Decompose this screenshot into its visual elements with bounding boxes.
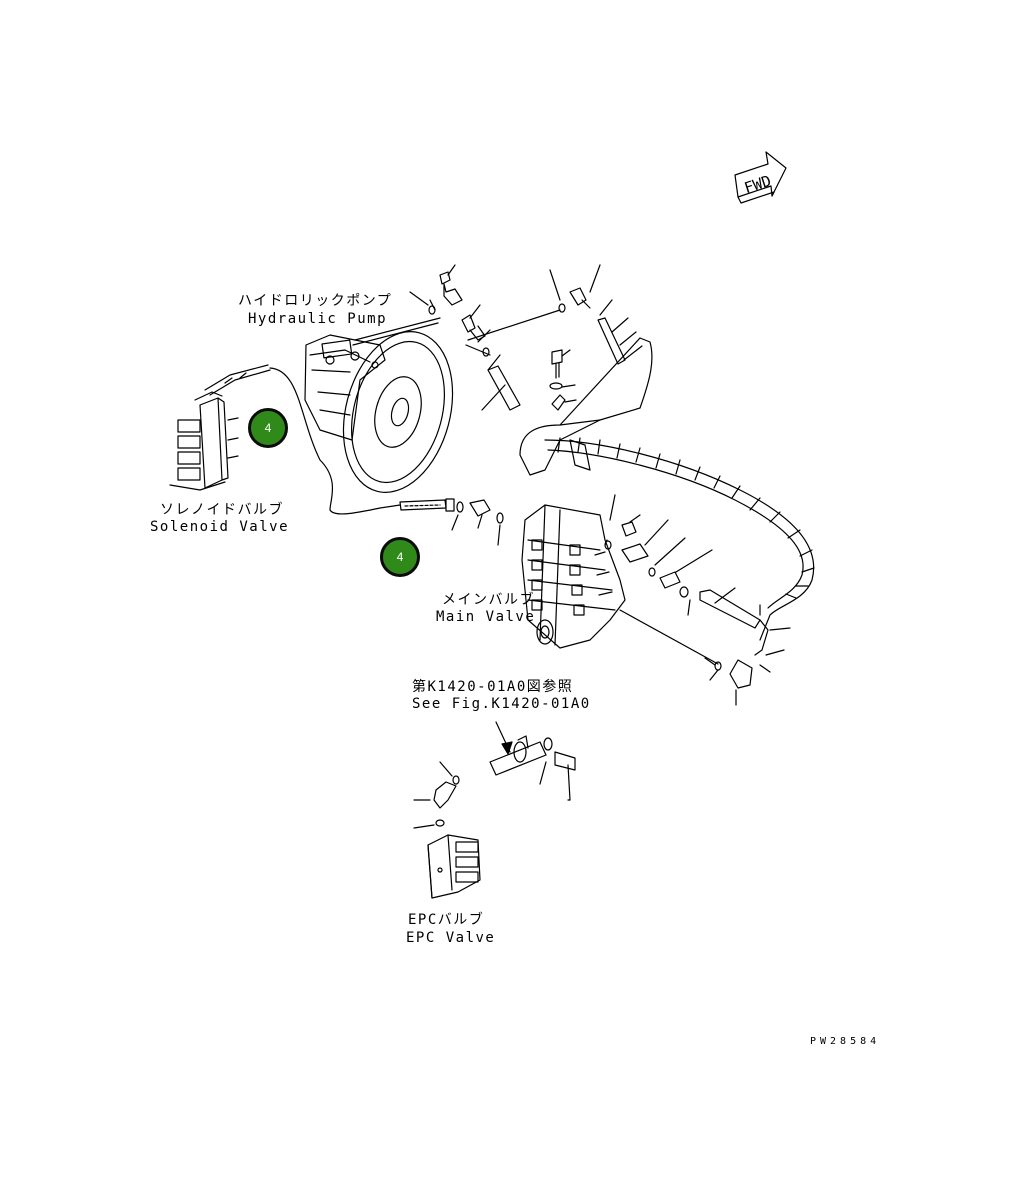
see-fig-label-en: See Fig.K1420-01A0: [412, 696, 591, 712]
epc-valve-label-jp: EPCバルブ: [408, 912, 485, 928]
callout-marker-1[interactable]: 4: [248, 408, 288, 448]
epc-valve-label-en: EPC Valve: [406, 930, 496, 946]
fitting-group-lower: [399, 498, 504, 546]
hydraulic-pump-drawing: [304, 317, 454, 493]
main-valve-label-en: Main Valve: [436, 609, 536, 625]
hydraulic-pump-label-jp: ハイドロリックポンプ: [238, 293, 393, 309]
see-fig-label-jp: 第K1420-01A0図参照: [412, 679, 574, 695]
main-valve-drawing: [521, 494, 626, 649]
clamp-group: [489, 721, 576, 801]
epc-valve-drawing: [413, 761, 481, 899]
fwd-arrow-icon: [734, 151, 787, 204]
main-valve-label-jp: メインバルブ: [442, 592, 535, 608]
hose-bracket: [519, 337, 653, 476]
callout-marker-2[interactable]: 4: [380, 537, 420, 577]
fitting-group-upper: [409, 264, 643, 411]
solenoid-valve-label-jp: ソレノイドバルブ: [160, 502, 284, 518]
drawing-id: PW28584: [810, 1036, 881, 1047]
solenoid-valve-label-en: Solenoid Valve: [150, 519, 290, 535]
spiral-hose: [544, 437, 815, 641]
solenoid-valve-drawing: [169, 364, 271, 491]
fitting-group-right: [619, 514, 791, 706]
hydraulic-pump-label-en: Hydraulic Pump: [248, 311, 388, 327]
bolt-washer-group: [549, 349, 577, 411]
